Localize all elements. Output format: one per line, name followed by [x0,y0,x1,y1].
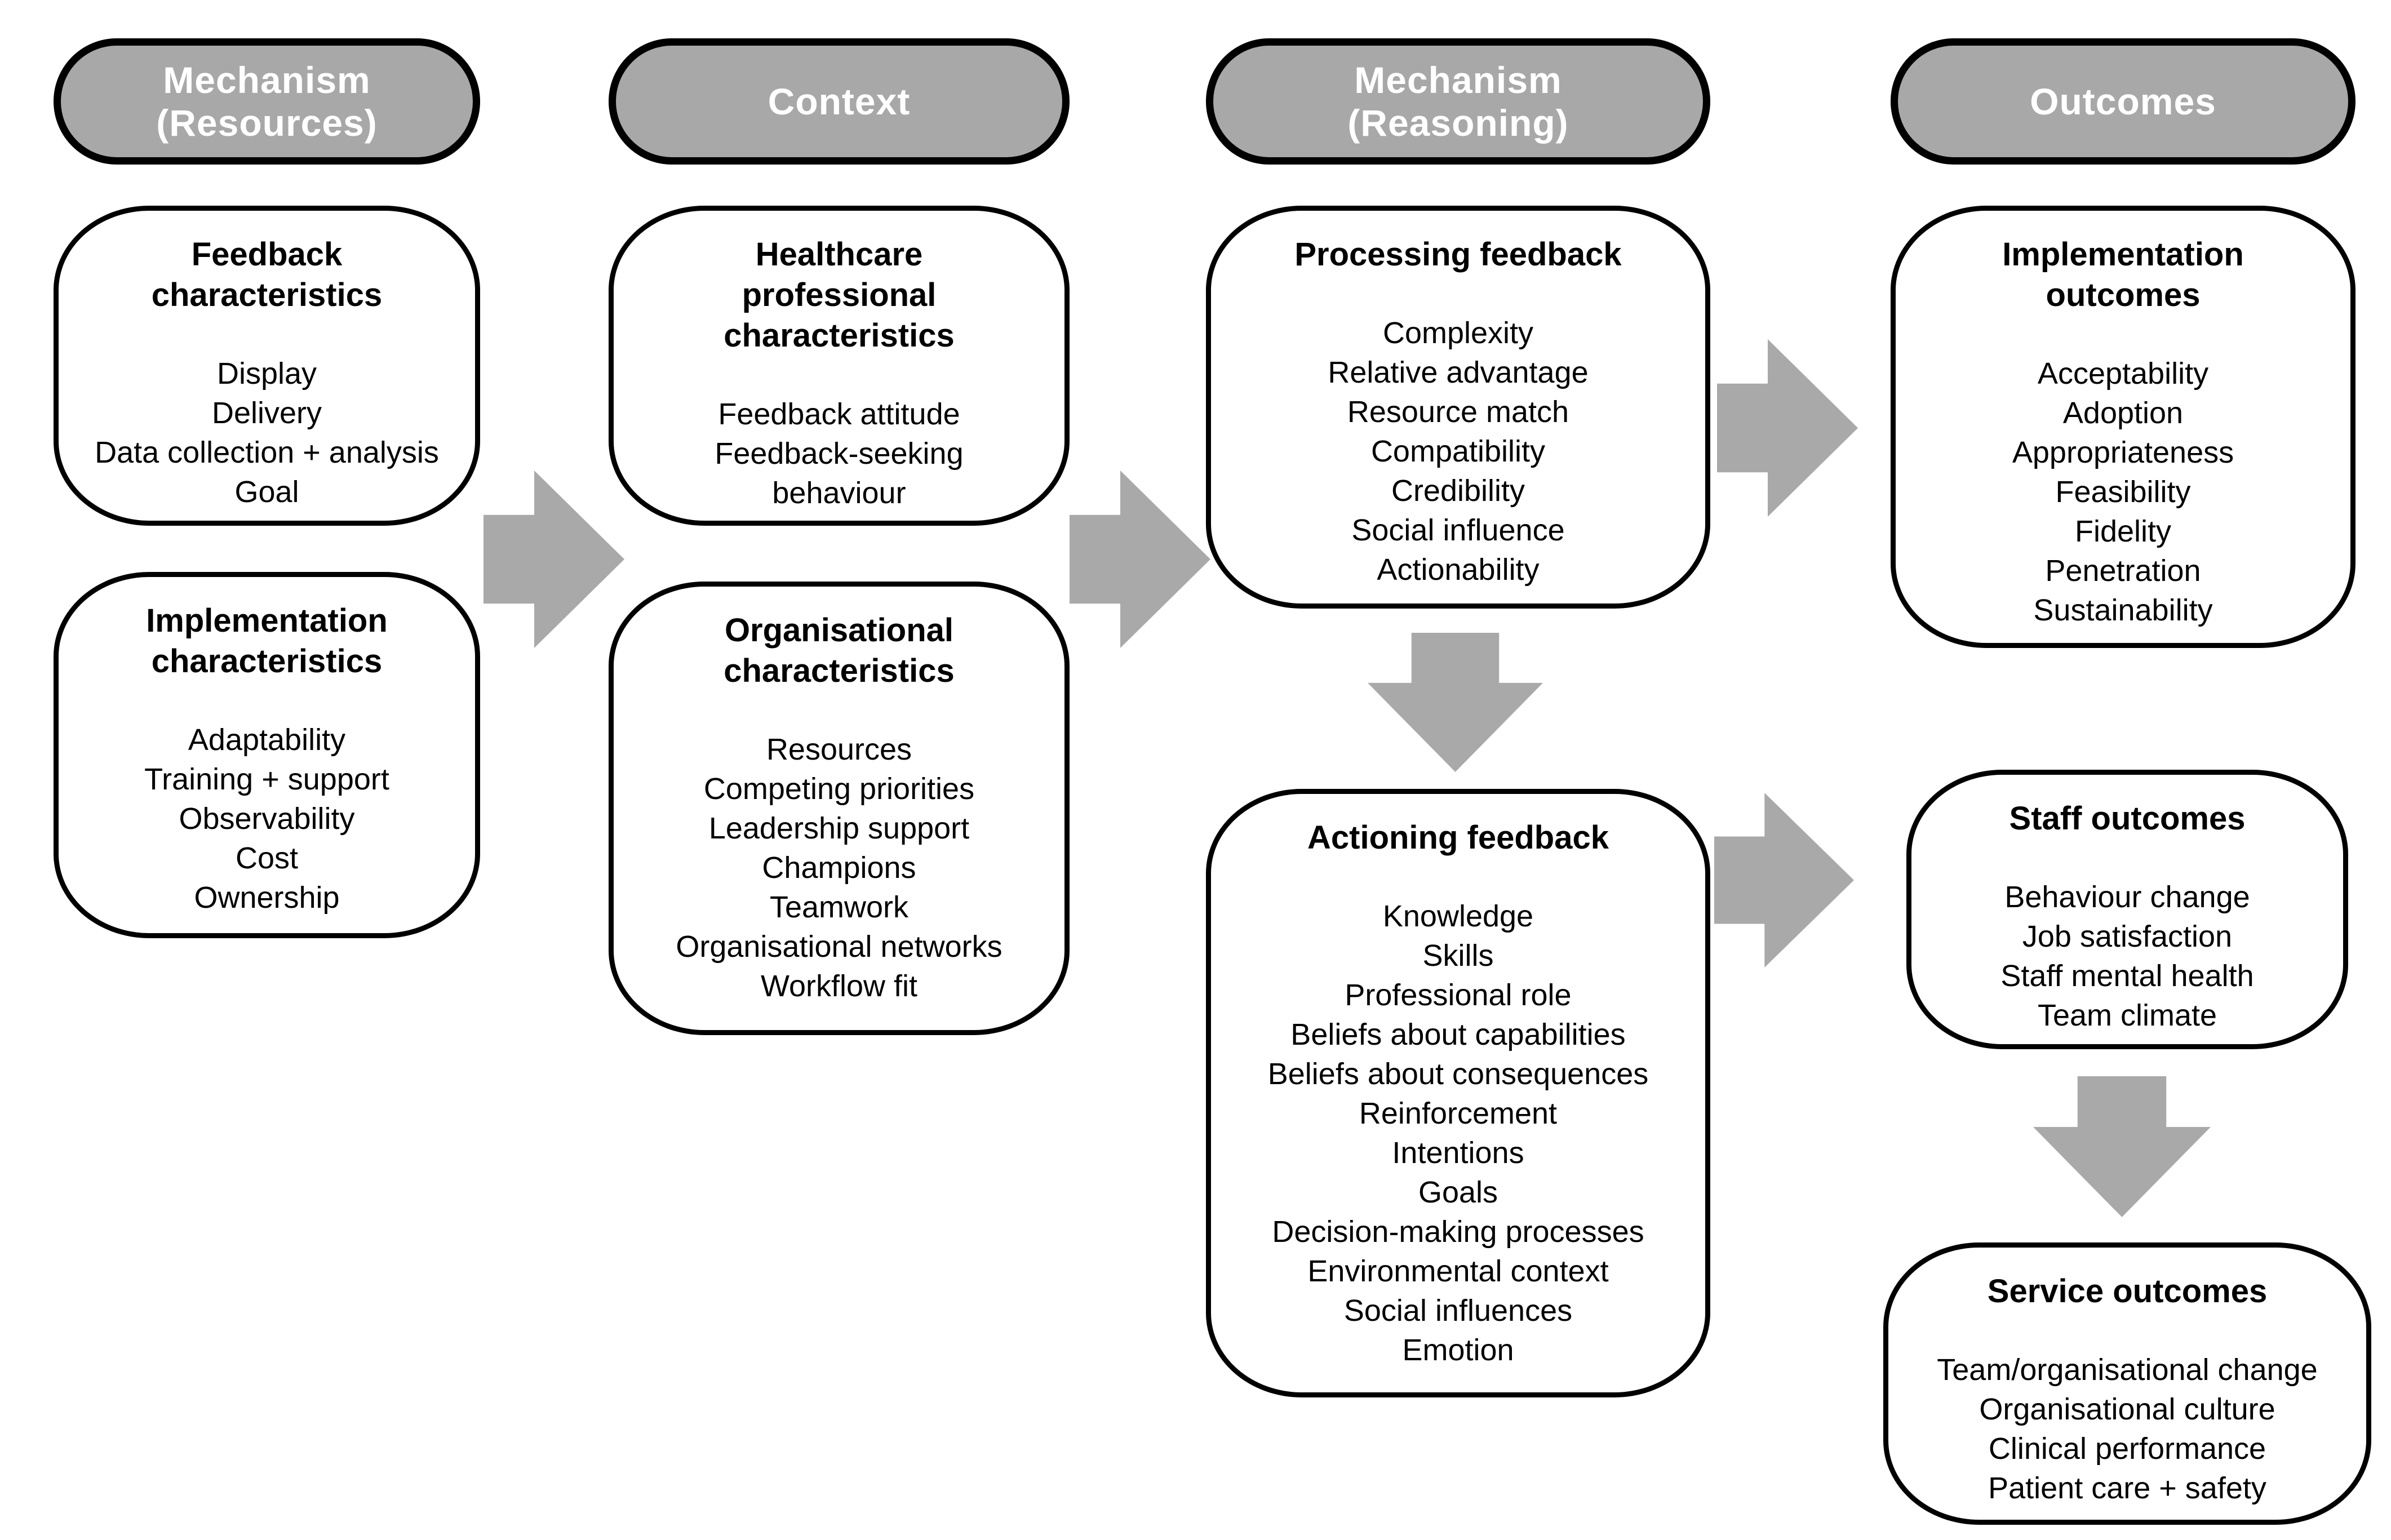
box-title: Organisational characteristics [724,612,955,689]
list-item: Organisational networks [676,930,1002,964]
list-item: Workflow fit [760,969,918,1003]
list-item: Data collection + analysis [95,436,439,469]
list-item: Behaviour change [2004,880,2250,914]
column-header-label: Mechanism (Reasoning) [1347,59,1569,144]
box-title: Actioning feedback [1307,819,1609,856]
arrow-actioning-to-staff-outcomes-icon [1714,793,1854,968]
list-item: Organisational culture [1979,1392,2275,1426]
list-item: Sustainability [2033,593,2213,627]
list-item: Compatibility [1370,434,1546,468]
arrow-staff-to-service-outcomes-icon [2033,1076,2211,1217]
column-header-mechanism-reasoning: Mechanism (Reasoning) [1206,38,1710,165]
column-header-mechanism-resources: Mechanism (Resources) [54,38,480,165]
column-header-label: Mechanism (Resources) [156,59,378,144]
arrow-processing-to-actioning-icon [1368,633,1543,772]
list-item: Delivery [211,396,322,430]
column-header-context: Context [609,38,1070,165]
list-item: Teamwork [769,890,909,924]
list-item: Training + support [144,762,389,796]
list-item: Cost [235,841,299,875]
box-organisational-characteristics: Organisational characteristics Resources… [609,582,1070,1035]
list-item: Appropriateness [2012,436,2234,469]
list-item: Observability [179,802,355,836]
list-item: Intentions [1392,1136,1524,1170]
list-item: Social influence [1351,513,1565,547]
list-item: Beliefs about consequences [1267,1057,1649,1091]
list-item: Skills [1422,939,1494,973]
list-item: Environmental context [1307,1254,1609,1288]
list-item: Goals [1418,1175,1498,1209]
list-item: Feedback-seeking behaviour [715,437,964,510]
arrow-context-to-reasoning-icon [1070,471,1210,648]
list-item: Champions [762,851,916,885]
box-service-outcomes: Service outcomes Team/organisational cha… [1883,1242,2371,1525]
list-item: Feedback attitude [718,397,960,431]
list-item: Complexity [1382,316,1534,350]
list-item: Fidelity [2074,514,2172,548]
list-item: Professional role [1345,978,1572,1012]
arrow-processing-to-implementation-outcomes-icon [1717,339,1858,517]
box-healthcare-professional-characteristics: Healthcare professional characteristics … [609,206,1070,526]
column-header-label: Context [768,81,911,122]
list-item: Staff mental health [2000,959,2254,993]
list-item: Resource match [1347,395,1569,429]
list-item: Display [216,357,317,390]
list-item: Beliefs about capabilities [1290,1018,1626,1051]
list-item: Acceptability [2037,357,2209,390]
box-title: Implementation characteristics [146,602,388,680]
list-item: Team/organisational change [1937,1353,2318,1387]
box-title: Processing feedback [1294,236,1622,273]
list-item: Decision-making processes [1272,1215,1644,1249]
list-item: Relative advantage [1328,356,1589,389]
box-implementation-characteristics: Implementation characteristics Adaptabil… [54,572,480,938]
list-item: Goal [234,475,299,509]
box-title: Service outcomes [1987,1273,2268,1310]
list-item: Emotion [1402,1333,1514,1367]
list-item: Adaptability [188,723,346,757]
list-item: Competing priorities [703,772,975,806]
column-header-outcomes: Outcomes [1891,38,2355,165]
list-item: Leadership support [708,811,970,845]
list-item: Ownership [194,881,340,915]
list-item: Knowledge [1382,899,1534,933]
list-item: Clinical performance [1988,1432,2266,1466]
list-item: Social influences [1343,1294,1573,1328]
list-item: Patient care + safety [1988,1471,2266,1505]
list-item: Actionability [1377,553,1540,587]
box-title: Feedback characteristics [151,236,383,313]
box-title: Implementation outcomes [2002,236,2244,313]
arrow-resources-to-context-icon [483,471,624,648]
list-item: Adoption [2062,396,2184,430]
list-item: Reinforcement [1359,1097,1558,1130]
list-item: Feasibility [2055,475,2191,509]
list-item: Job satisfaction [2022,920,2233,953]
list-item: Penetration [2045,554,2201,588]
list-item: Team climate [2037,998,2217,1032]
list-item: Resources [766,733,912,766]
column-header-label: Outcomes [2030,81,2216,122]
box-title: Staff outcomes [2009,800,2246,837]
list-item: Credibility [1391,474,1525,508]
box-title: Healthcare professional characteristics [724,236,955,354]
